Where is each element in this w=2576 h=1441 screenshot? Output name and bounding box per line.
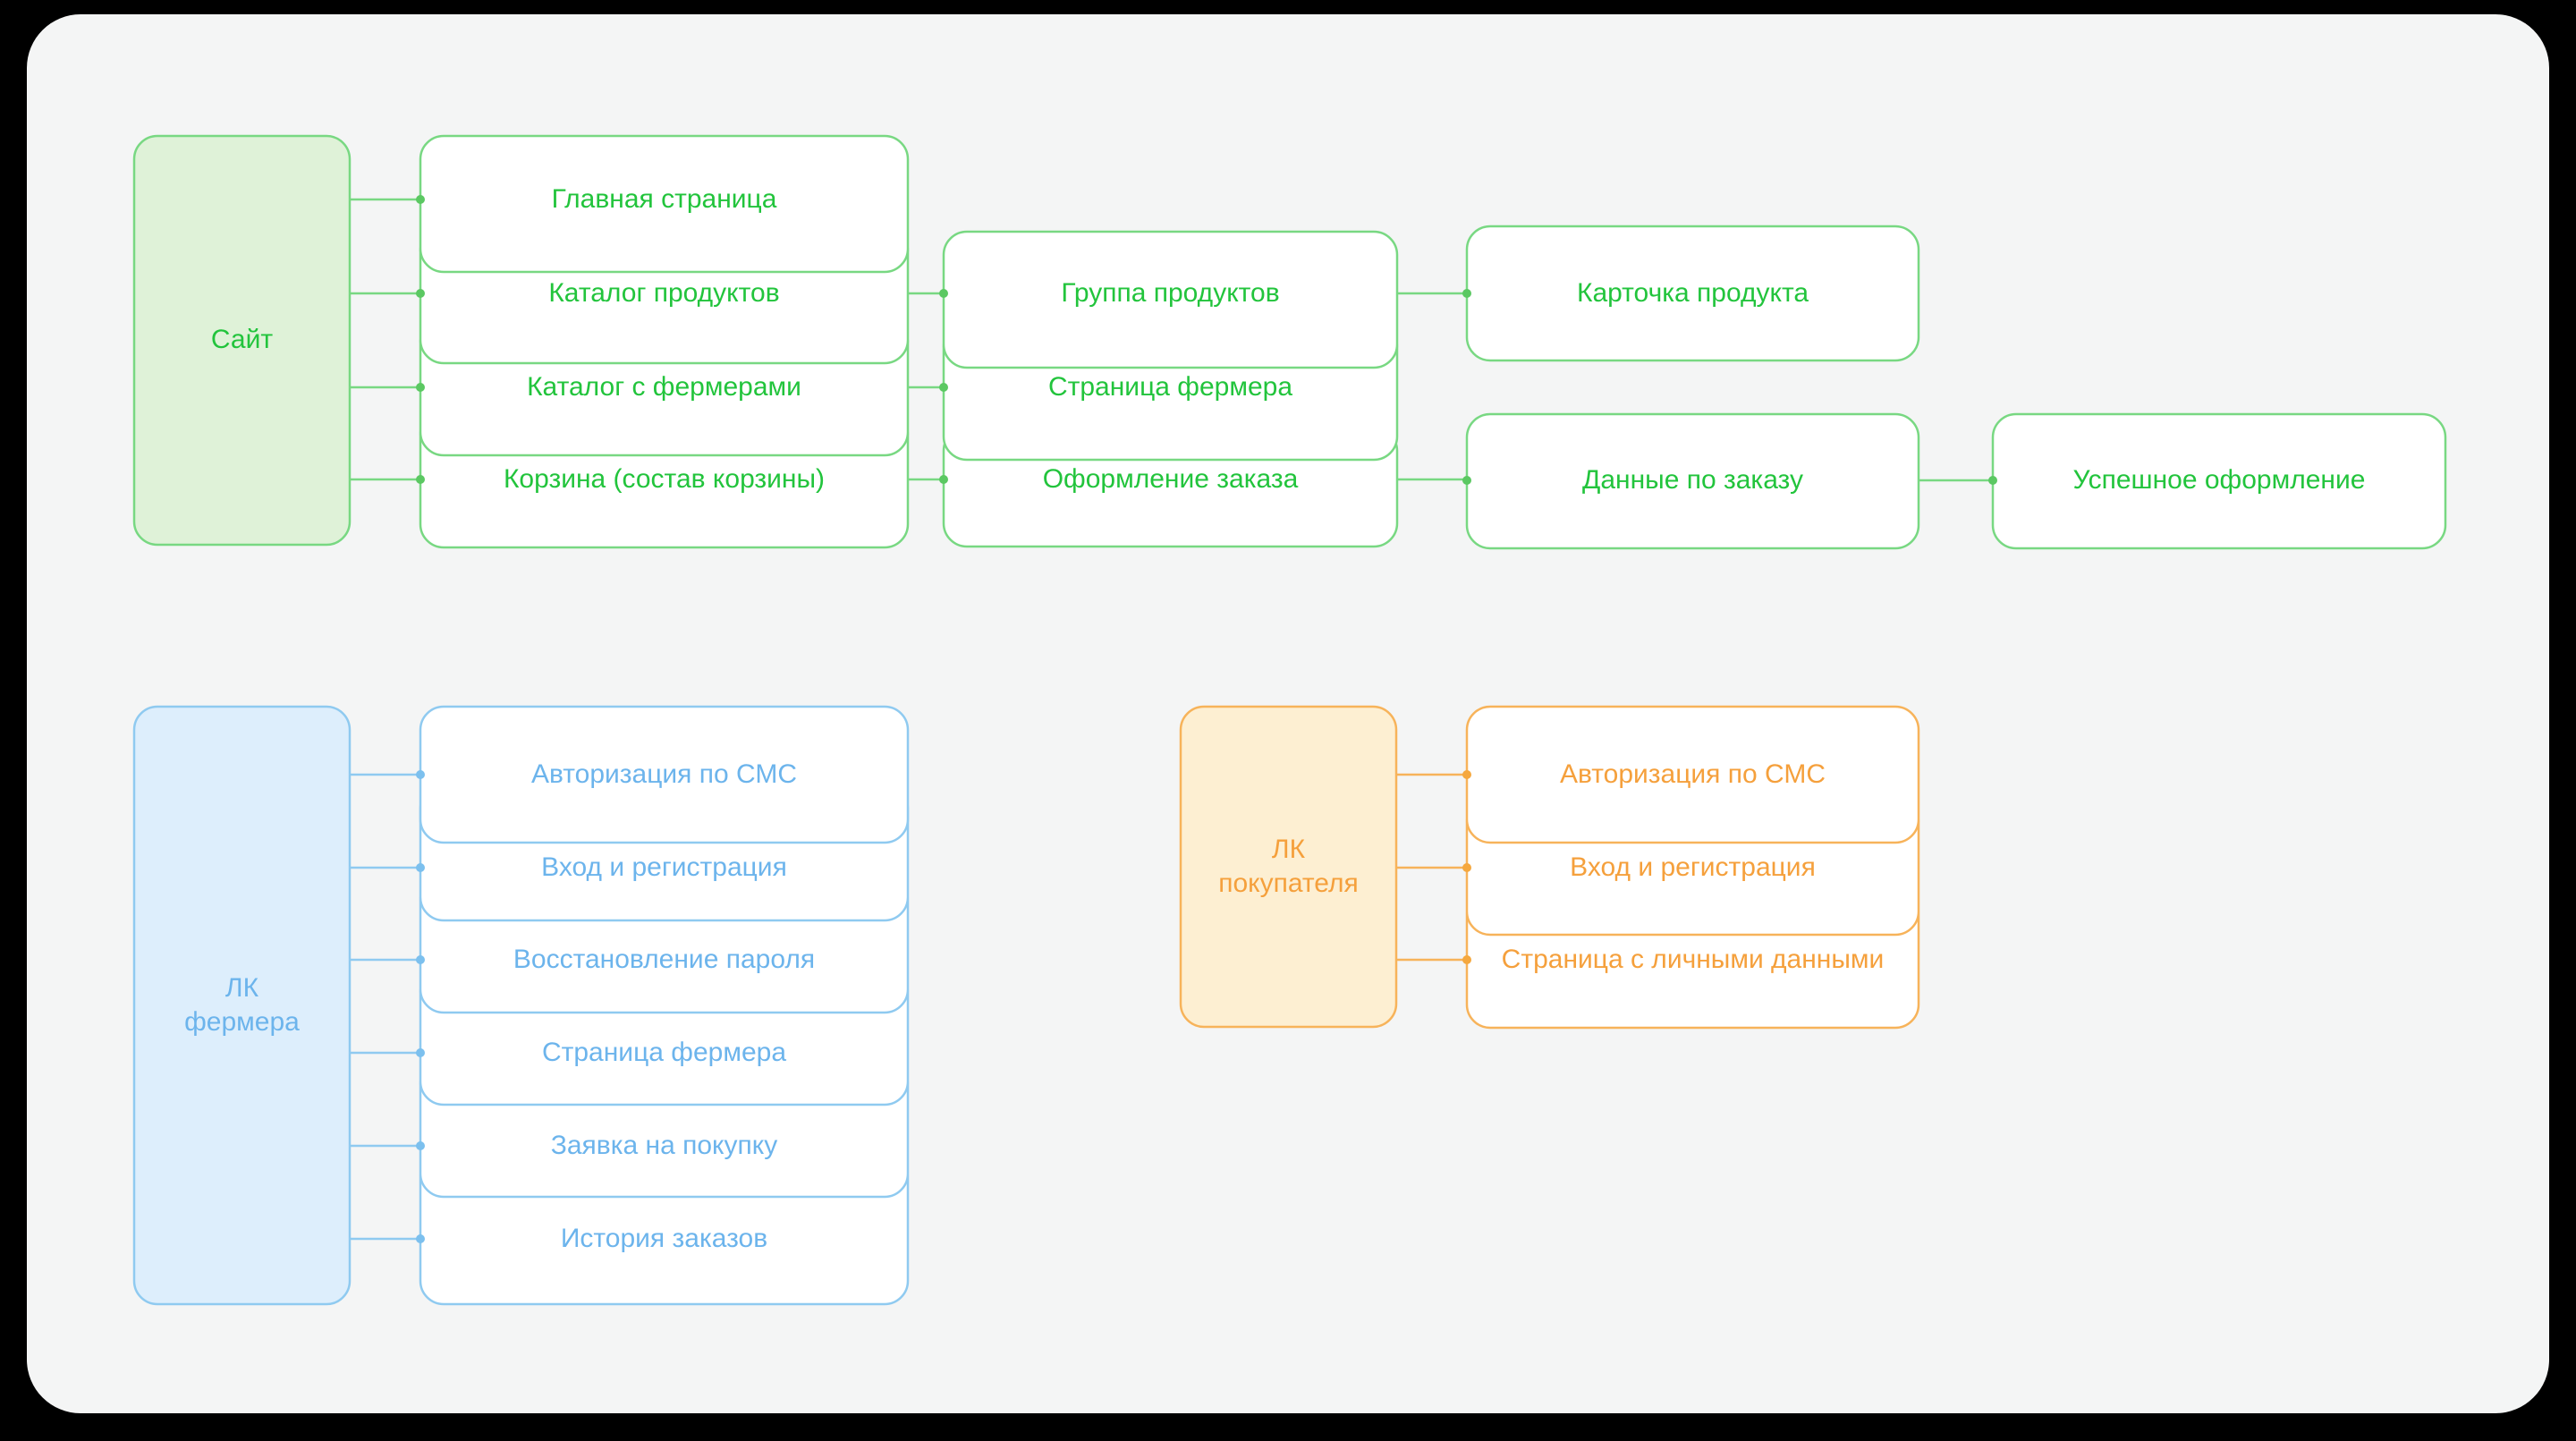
connector-dots-buyer (1462, 770, 1471, 964)
node-farmer-1[interactable] (419, 705, 910, 844)
connector-dots-farmer (416, 770, 425, 1243)
node-buyer-1[interactable] (1465, 705, 1920, 844)
group-farmer-account (132, 705, 910, 1306)
group-site (132, 134, 2447, 550)
node-site-c3-1[interactable] (1465, 225, 1920, 362)
node-site-root[interactable] (132, 134, 352, 547)
node-farmer-root[interactable] (132, 705, 352, 1306)
connector-farmer-root-to-cards (350, 773, 420, 1241)
connector-site-col1-to-col2 (908, 292, 944, 481)
node-site-c2-1[interactable] (942, 230, 1399, 369)
connector-dots-site (416, 195, 1997, 485)
node-site-c4-1[interactable] (1991, 412, 2447, 550)
node-site-c3-2[interactable] (1465, 412, 1920, 550)
node-buyer-root[interactable] (1179, 705, 1398, 1029)
group-buyer-account (1179, 705, 1920, 1030)
connector-site-root-to-col1 (350, 198, 420, 481)
node-site-c1-1[interactable] (419, 134, 910, 274)
connector-site-col2-to-col3 (1397, 292, 1467, 481)
connector-buyer-root-to-cards (1396, 773, 1467, 962)
